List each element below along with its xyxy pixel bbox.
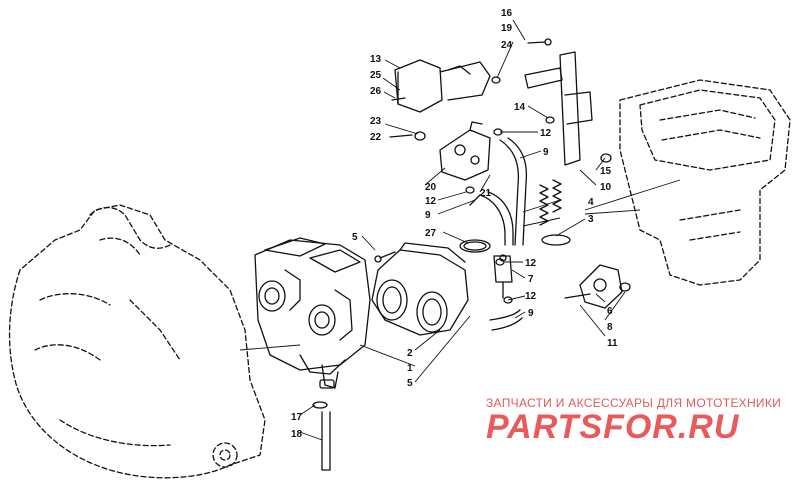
- callout-label: 13: [370, 54, 382, 65]
- callout-label: 25: [370, 70, 382, 81]
- intake-boot: [371, 242, 469, 336]
- callout-label: 16: [501, 8, 513, 19]
- callout-label: 10: [600, 182, 612, 193]
- fuel-filter: [493, 254, 513, 299]
- callout-label: 9: [528, 308, 534, 319]
- callout-label: 18: [291, 429, 303, 440]
- callout-label: 9: [425, 210, 431, 221]
- clamp-3: [541, 234, 571, 246]
- callout-label: 5: [407, 378, 413, 389]
- callout-label: 12: [425, 196, 437, 207]
- callout-label: 12: [525, 258, 537, 269]
- leader-lines: [239, 19, 681, 441]
- hoses: [469, 137, 528, 331]
- spacer-8: [619, 282, 631, 292]
- callout-label: 23: [370, 116, 382, 127]
- electrical-box: [394, 59, 491, 113]
- callout-label: 24: [501, 40, 513, 51]
- callout-label: 21: [480, 188, 492, 199]
- mounting-bracket: [524, 51, 593, 166]
- watermark-logo: PARTSFOR.RU: [486, 408, 740, 446]
- callout-label: 2: [407, 348, 413, 359]
- callout-label: 19: [501, 23, 513, 34]
- bolt-6: [564, 293, 591, 299]
- clamp-27: [459, 239, 491, 253]
- callout-label: 27: [425, 228, 437, 239]
- carburetor-assembly: [254, 237, 371, 389]
- oil-pump: [579, 264, 623, 309]
- callout-label: 7: [528, 274, 534, 285]
- callout-label: 14: [514, 102, 526, 113]
- callout-label: 12: [525, 291, 537, 302]
- bolt-26: [391, 97, 406, 101]
- chassis-airbox: [619, 79, 791, 286]
- callout-label: 11: [607, 338, 618, 349]
- callout-label: 3: [588, 214, 594, 225]
- callout-label: 1: [407, 363, 413, 374]
- callout-label: 4: [588, 197, 594, 208]
- drain-rod: [312, 401, 331, 471]
- callout-label: 22: [370, 132, 382, 143]
- engine-outline: [8, 204, 266, 479]
- callout-label: 5: [352, 232, 358, 243]
- callout-label: 8: [607, 322, 613, 333]
- screw-5: [374, 251, 396, 263]
- watermark-tagline: ЗАПЧАСТИ И АКСЕССУАРЫ ДЛЯ МОТОТЕХНИКИ: [486, 396, 782, 410]
- callout-label: 20: [425, 182, 437, 193]
- springs: [539, 179, 562, 226]
- callout-label: 6: [607, 306, 613, 317]
- fuel-pump: [439, 121, 491, 181]
- callout-label: 15: [600, 166, 612, 177]
- bolt-16: [527, 41, 546, 44]
- part-callouts: 16 19 24 13 25 26 23 22 14 12 9 15 10 20…: [291, 8, 618, 440]
- callout-label: 9: [543, 147, 549, 158]
- callout-label: 26: [370, 86, 382, 97]
- callout-label: 12: [540, 128, 552, 139]
- callout-label: 17: [291, 412, 303, 423]
- bolt-22: [389, 134, 413, 138]
